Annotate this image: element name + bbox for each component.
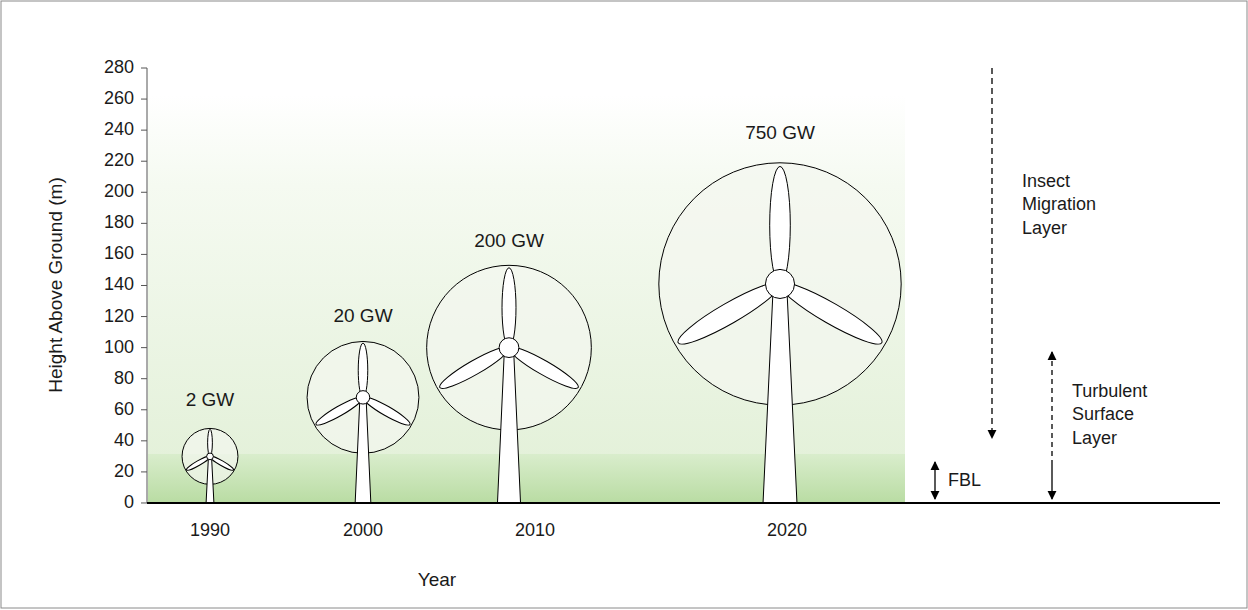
axis-title: Year xyxy=(418,569,456,592)
capacity-label: 200 GW xyxy=(474,230,544,253)
blade xyxy=(770,166,791,284)
tick-label: 120 xyxy=(104,306,134,328)
tick-label: 20 xyxy=(114,461,134,483)
tick-mark xyxy=(141,316,147,317)
tick-label: 140 xyxy=(104,275,134,297)
tower xyxy=(497,348,520,503)
migration-arrow xyxy=(991,68,992,438)
tick-mark xyxy=(141,254,147,255)
tick-mark xyxy=(141,502,147,503)
wind-turbine xyxy=(307,341,419,503)
tick-mark xyxy=(141,68,147,69)
tower xyxy=(763,284,797,503)
tower xyxy=(206,456,214,503)
tick-mark xyxy=(141,378,147,379)
hub xyxy=(207,453,214,460)
tick-label: 260 xyxy=(104,88,134,110)
layer-label: Insect Migration Layer xyxy=(1022,170,1114,240)
tick-label: 40 xyxy=(114,430,134,452)
tick-label: 200 xyxy=(104,181,134,203)
wind-turbine xyxy=(659,163,901,503)
tick-mark xyxy=(141,99,147,100)
tick-label: 180 xyxy=(104,213,134,235)
tick-mark xyxy=(141,130,147,131)
tick-mark xyxy=(141,223,147,224)
tick-mark xyxy=(141,347,147,348)
wind-turbine xyxy=(182,428,238,503)
wind-turbine xyxy=(427,265,592,503)
year-label: 2000 xyxy=(343,520,383,542)
tick-mark xyxy=(141,192,147,193)
tick-label: 0 xyxy=(124,492,134,514)
hub xyxy=(499,338,519,358)
layer-label: FBL xyxy=(948,470,981,492)
tick-mark xyxy=(141,285,147,286)
hub xyxy=(765,269,794,298)
fbl-arrow xyxy=(934,462,935,499)
tick-mark xyxy=(141,471,147,472)
tick-mark xyxy=(141,161,147,162)
tick-mark xyxy=(141,440,147,441)
turbulent-arrow-top xyxy=(1051,352,1052,462)
blade xyxy=(208,429,213,456)
turbine-group xyxy=(182,163,901,503)
tick-label: 60 xyxy=(114,399,134,421)
tower xyxy=(355,397,371,503)
tick-label: 280 xyxy=(104,57,134,79)
year-label: 2020 xyxy=(767,520,807,542)
tick-mark xyxy=(141,409,147,410)
tick-label: 100 xyxy=(104,337,134,359)
capacity-label: 20 GW xyxy=(333,305,392,328)
blade xyxy=(502,268,516,348)
capacity-label: 2 GW xyxy=(186,389,235,412)
tick-label: 240 xyxy=(104,119,134,141)
layer-label: Turbulent Surface Layer xyxy=(1072,380,1164,450)
tick-label: 160 xyxy=(104,244,134,266)
capacity-label: 750 GW xyxy=(745,122,815,145)
ground-line xyxy=(147,502,1220,504)
hub xyxy=(356,391,369,404)
y-ticks xyxy=(141,68,147,503)
turbulent-arrow-bottom xyxy=(1051,462,1052,499)
year-label: 2010 xyxy=(515,520,555,542)
tick-label: 220 xyxy=(104,150,134,172)
tick-label: 80 xyxy=(114,368,134,390)
axis-title: Height Above Ground (m) xyxy=(45,177,68,392)
year-label: 1990 xyxy=(190,520,230,542)
blade xyxy=(358,343,368,397)
